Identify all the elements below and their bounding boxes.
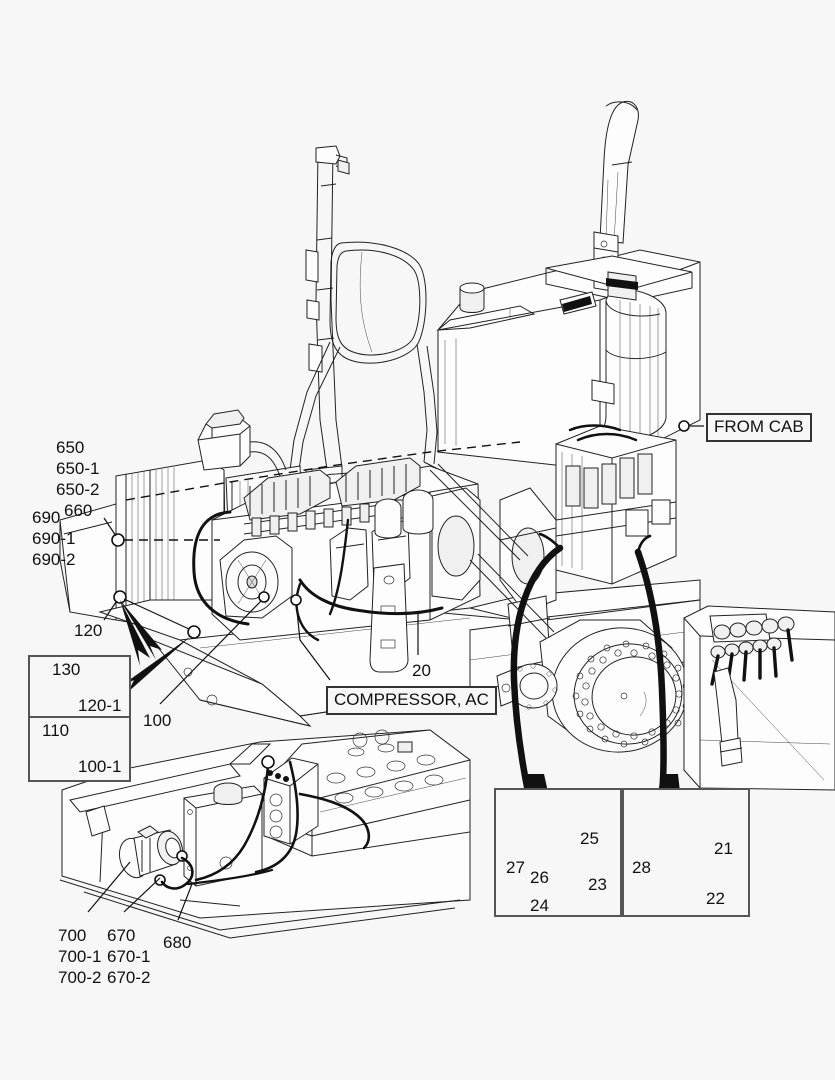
part-number-670-2: 670-2 bbox=[107, 968, 151, 987]
part-number-120: 120 bbox=[74, 621, 103, 640]
part-number-25: 25 bbox=[580, 829, 599, 848]
part-number-23: 23 bbox=[588, 875, 607, 894]
part-number-660: 660 bbox=[64, 501, 93, 520]
right-side-manifold-panel bbox=[683, 605, 835, 791]
part-number-690-2: 690-2 bbox=[32, 550, 76, 569]
lower-deck-assembly bbox=[59, 729, 471, 939]
engine-assembly bbox=[192, 409, 481, 673]
detail-box-right bbox=[622, 788, 750, 917]
part-number-680: 680 bbox=[163, 933, 192, 952]
part-number-110: 110 bbox=[42, 721, 70, 740]
label-group-700: 700 700-1 700-2 bbox=[58, 925, 101, 988]
part-number-650-1: 650-1 bbox=[56, 459, 100, 478]
part-number-100: 100 bbox=[143, 711, 172, 730]
part-number-21: 21 bbox=[714, 839, 733, 858]
part-number-700-1: 700-1 bbox=[58, 947, 102, 966]
label-group-690: 690 690-1 690-2 bbox=[32, 507, 75, 570]
leader-lines bbox=[87, 425, 704, 921]
part-number-100-1: 100-1 bbox=[78, 757, 122, 776]
inset-box-110 bbox=[28, 716, 131, 782]
part-number-20: 20 bbox=[412, 661, 431, 680]
part-number-120-1: 120-1 bbox=[78, 696, 122, 715]
part-number-700-2: 700-2 bbox=[58, 968, 102, 987]
label-group-670: 670 670-1 670-2 bbox=[107, 925, 150, 988]
ac-compressor-unit bbox=[118, 825, 194, 890]
part-number-130: 130 bbox=[52, 660, 81, 679]
detail-box-left bbox=[494, 788, 622, 917]
exhaust-stack-and-muffler bbox=[545, 100, 693, 443]
swing-bearing-assembly bbox=[496, 619, 690, 753]
ac-hose-pair bbox=[510, 532, 667, 796]
callout-compressor-ac: COMPRESSOR, AC bbox=[326, 686, 497, 715]
callout-from-cab: FROM CAB bbox=[706, 413, 812, 442]
part-number-22: 22 bbox=[706, 889, 725, 908]
part-number-650-2: 650-2 bbox=[56, 480, 100, 499]
part-number-27: 27 bbox=[506, 858, 525, 877]
part-number-700: 700 bbox=[58, 926, 87, 945]
part-number-670: 670 bbox=[107, 926, 136, 945]
label-group-650: 650 650-1 650-2 660 bbox=[56, 437, 99, 521]
part-number-670-1: 670-1 bbox=[107, 947, 151, 966]
part-number-690: 690 bbox=[32, 508, 61, 527]
valve-bank-assembly bbox=[555, 420, 690, 585]
part-number-650: 650 bbox=[56, 438, 85, 457]
part-number-24: 24 bbox=[530, 896, 549, 915]
part-number-26: 26 bbox=[530, 868, 549, 887]
rops-mirror-assembly bbox=[289, 145, 441, 481]
part-number-690-1: 690-1 bbox=[32, 529, 76, 548]
part-number-28: 28 bbox=[632, 858, 651, 877]
